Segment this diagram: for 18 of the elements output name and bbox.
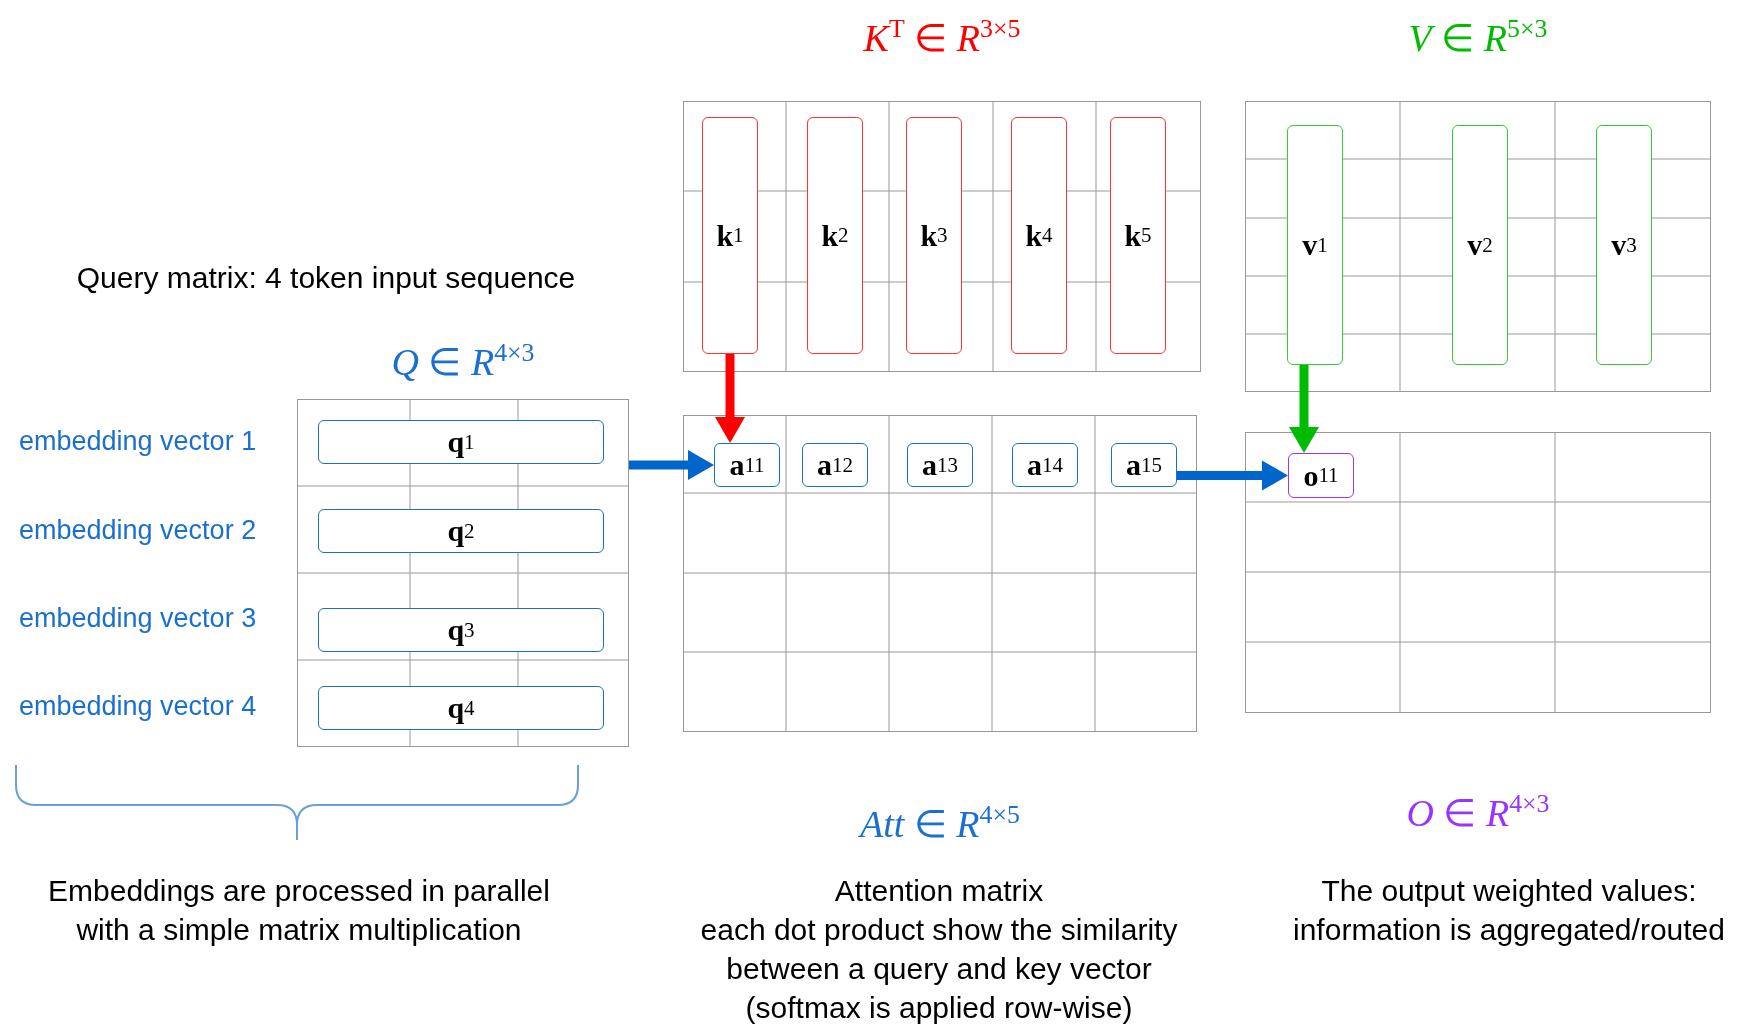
caption-text: Embeddings are processed in parallel with a simple matrix multiplication xyxy=(47,873,551,948)
matrix-label: O ∈ R$^{4×3}$ xyxy=(1405,788,1551,829)
arrow xyxy=(715,354,745,443)
matrix-label: Att ∈ R$^{4×5}$ xyxy=(857,799,1021,840)
row-label: embedding vector 2 xyxy=(19,514,258,546)
caption-text: Query matrix: 4 token input sequence xyxy=(75,260,577,296)
arrow xyxy=(1289,365,1319,453)
caption-text: each dot product show the similarity between a query and key vector (softmax is applied row-wise) xyxy=(699,912,1179,1025)
row-label: embedding vector 3 xyxy=(19,602,258,634)
row-label: embedding vector 1 xyxy=(19,425,258,457)
matrix-label: K$^{T}$ ∈ R$^{3×5}$ xyxy=(862,13,1022,54)
caption-text: information is aggregated/routed xyxy=(1292,912,1726,948)
arrow xyxy=(1177,460,1288,491)
matrix-label: V ∈ R$^{5×3}$ xyxy=(1407,13,1549,54)
caption-text: Attention matrix xyxy=(833,873,1045,909)
arrow xyxy=(629,450,714,480)
caption-text: The output weighted values: xyxy=(1320,873,1698,909)
row-label: embedding vector 4 xyxy=(19,690,258,722)
